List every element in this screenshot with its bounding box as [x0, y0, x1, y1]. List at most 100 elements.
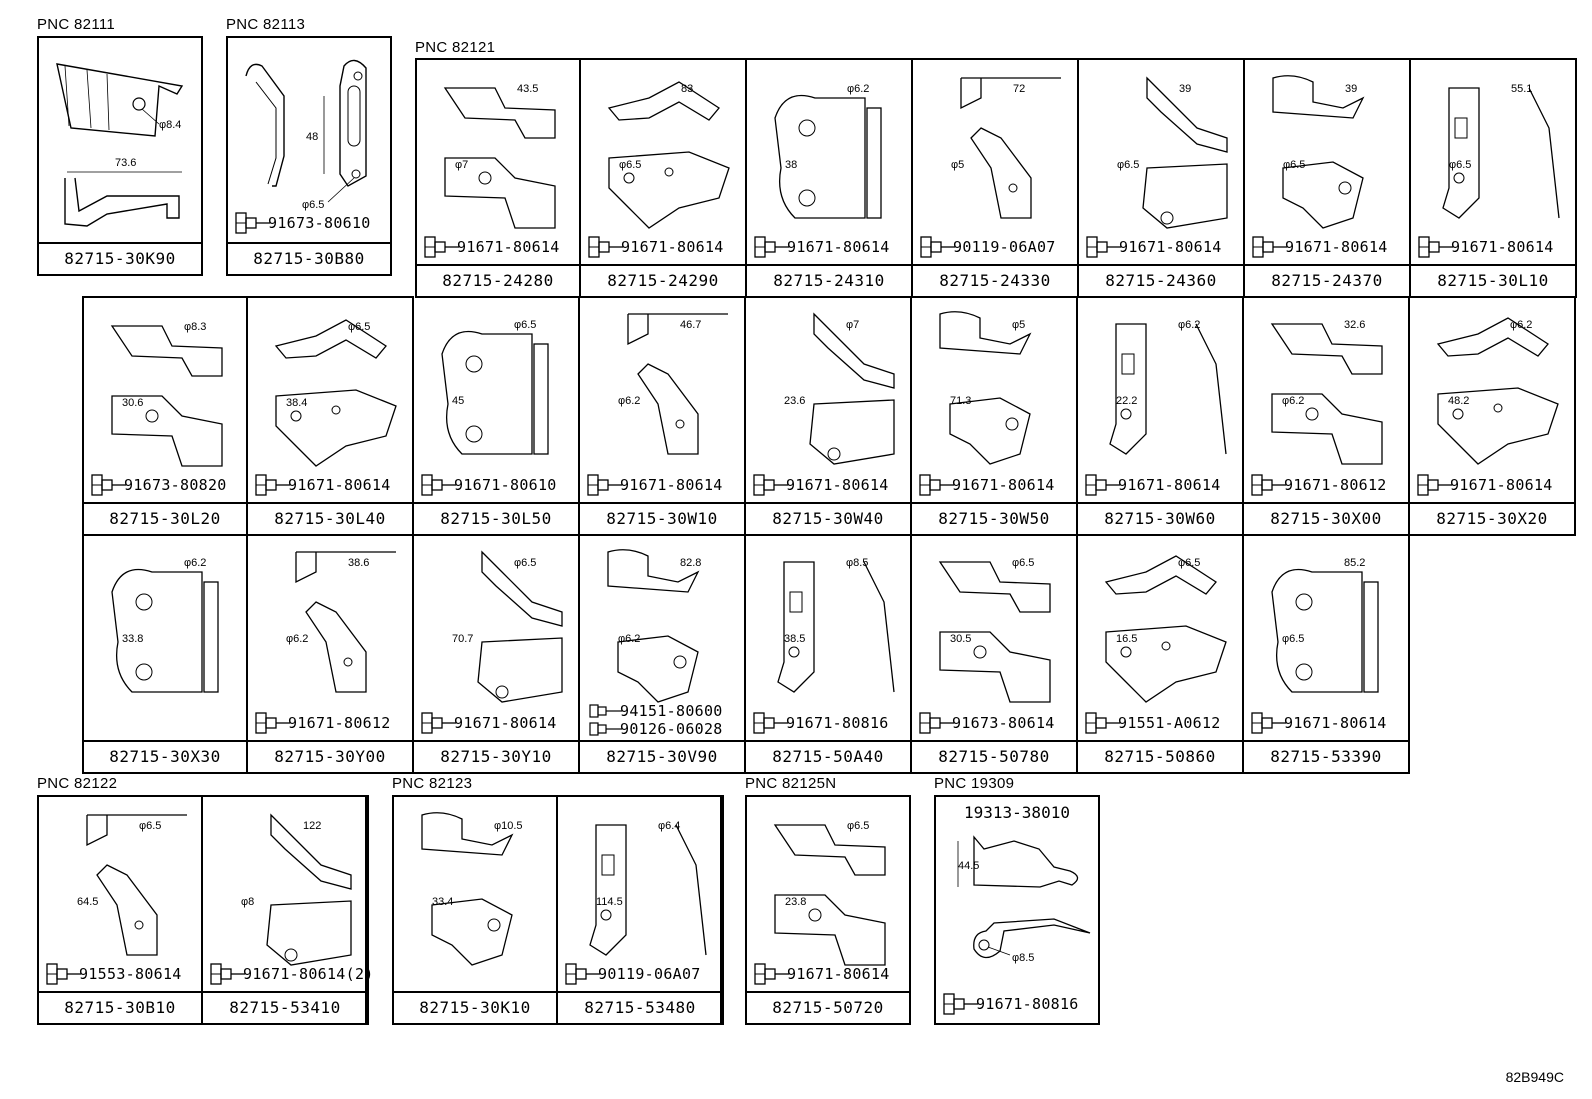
dim-label: 114.5	[596, 896, 623, 908]
diagram-code: 82B949C	[1505, 1069, 1564, 1085]
bolt-part-number: 91671-80614(2)	[243, 965, 374, 983]
part-number: 82715-50A40	[746, 740, 910, 772]
dim-label: φ6.2	[286, 633, 308, 645]
part-number: 19313-38010	[964, 803, 1070, 822]
bracket-drawing: φ6.248.2	[1436, 317, 1559, 465]
bolt-part-number: 91671-80614	[621, 238, 724, 256]
bolt-row: 91671-80816	[942, 989, 1079, 1019]
part-number: 82715-30Y10	[414, 740, 578, 772]
bolt-row: 91671-80612	[254, 708, 391, 738]
bolt-row: 90119-06A07	[919, 232, 1056, 262]
dim-label: φ6.5	[302, 199, 324, 211]
dim-label: 64.5	[77, 896, 98, 908]
group-label-82123: PNC 82123	[392, 775, 473, 792]
bolt-part-number: 91671-80614	[1451, 238, 1554, 256]
dim-label: 82.8	[680, 557, 701, 569]
dim-label: 39	[1345, 83, 1357, 95]
part-number: 82715-30X20	[1410, 502, 1574, 534]
bolt-part-number: 91671-80614	[1285, 238, 1388, 256]
pnc-82123-box	[392, 795, 722, 1025]
part-cell-38010[interactable]: 19313-38010 44.5 φ8.5 91671-80816	[934, 795, 1100, 1025]
part-number: 82715-30W60	[1078, 502, 1242, 534]
bolt-part-number: 91671-80612	[288, 714, 391, 732]
part-cell-24370[interactable]: 39 φ6.5 91671-80614 82715-24370	[1245, 58, 1411, 298]
part-number: 82715-30B80	[228, 242, 390, 274]
part-cell-30k90[interactable]: φ8.4 73.6 82715-30K90	[37, 36, 203, 276]
dim-label: 22.2	[1116, 395, 1137, 407]
dim-label: 16.5	[1116, 633, 1137, 645]
part-cell-30b80[interactable]: 48 φ6.5 91673-80610 82715-30B80	[226, 36, 392, 276]
dim-label: 45	[452, 395, 464, 407]
bolt-part-number: 90126-06028	[620, 720, 723, 738]
bolt-part-number: 91671-80610	[454, 476, 557, 494]
bolt-icon	[1417, 474, 1452, 496]
bolt-icon	[753, 712, 788, 734]
part-number: 82715-30K90	[39, 242, 201, 274]
bolt-row: 91671-80612	[1250, 470, 1387, 500]
dim-label: φ6.5	[1012, 557, 1034, 569]
bolt-row: 91671-80614	[1084, 470, 1221, 500]
bolt-icon	[589, 722, 622, 736]
bolt-part-number: 91671-80614	[786, 476, 889, 494]
bracket-drawing: φ8.538.5	[777, 557, 895, 693]
part-number: 82715-30K10	[394, 991, 556, 1023]
bracket-drawing: φ6.238	[774, 83, 882, 219]
part-number: 82715-53410	[203, 991, 367, 1023]
dim-label: 30.5	[950, 633, 971, 645]
dim-label: φ7	[846, 319, 859, 331]
dim-label: φ6.5	[619, 159, 641, 171]
part-number: 82715-24290	[581, 264, 745, 296]
bolt-row: 94151-80600	[586, 702, 723, 720]
bolt-row: 91671-80614	[918, 470, 1055, 500]
group-label-82121: PNC 82121	[415, 39, 496, 56]
dim-label: 70.7	[452, 633, 473, 645]
bolt-icon	[1251, 712, 1286, 734]
bolt-row: 91671-80614	[753, 232, 890, 262]
part-number: 82715-24330	[913, 264, 1077, 296]
bracket-drawing: 48 φ6.5	[245, 59, 367, 211]
bracket-drawing: 85.2φ6.5	[1271, 557, 1379, 693]
bolt-part-number: 94151-80600	[620, 702, 723, 720]
dim-label: φ6.5	[1178, 557, 1200, 569]
dim-label: φ6.5	[1117, 159, 1139, 171]
dim-label: φ6.2	[1510, 319, 1532, 331]
bolt-icon	[421, 712, 456, 734]
bolt-part-number: 91671-80816	[786, 714, 889, 732]
dim-label: φ6.5	[1283, 159, 1305, 171]
part-number: 82715-30Y00	[248, 740, 412, 772]
bolt-row: 90126-06028	[586, 720, 723, 738]
bolt-icon	[91, 474, 126, 496]
part-number: 82715-24370	[1245, 264, 1409, 296]
bolt-row: 91671-80614	[1417, 232, 1554, 262]
